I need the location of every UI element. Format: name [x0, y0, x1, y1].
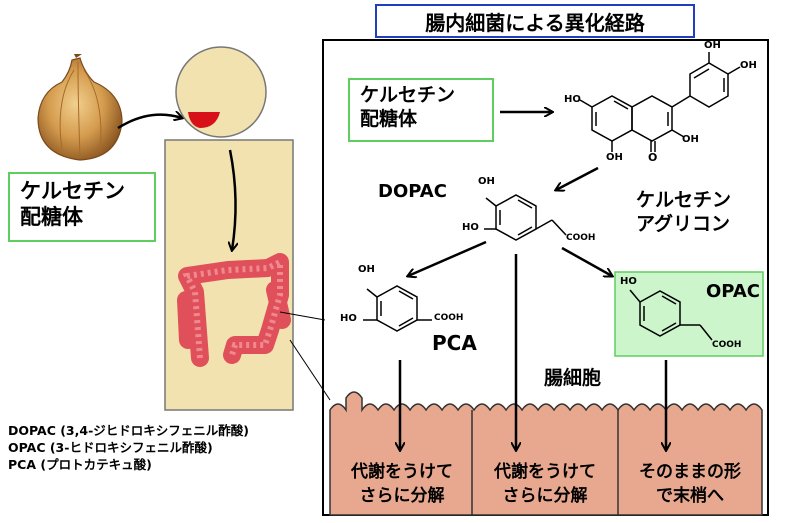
legend-pca: PCA (プロトカテキュ酸) — [8, 457, 152, 472]
aglycone-label: ケルセチン アグリコン — [636, 188, 731, 236]
dopac-cooh: COOH — [566, 233, 596, 243]
quercetin-oh-top: OH — [704, 40, 721, 51]
dopac-to-opac-arrow — [561, 246, 612, 276]
zoom-line — [279, 311, 326, 321]
cell-box-2-line1: 代謝をうけて — [494, 462, 596, 482]
quercetin-oh-bottom: OH — [606, 152, 623, 163]
quercetin-structure — [579, 52, 741, 152]
quercetin-ho-left: HO — [564, 94, 581, 105]
opac-label: OPAC — [706, 281, 760, 302]
ingestion-arrow — [230, 149, 236, 250]
pathway-title-text: 腸内細菌による異化経路 — [425, 10, 645, 35]
cell-box-1-line1: 代謝をうけて — [351, 462, 453, 482]
opac-cooh: COOH — [712, 340, 742, 350]
legend-opac: OPAC (3-ヒドロキシフェニル酢酸) — [8, 440, 213, 455]
pca-cooh: COOH — [434, 313, 464, 323]
dopac-label: DOPAC — [378, 181, 447, 202]
intestinal-cells-label: 腸細胞 — [544, 367, 602, 389]
left-glycoside-box: ケルセチン 配糖体 — [8, 172, 156, 242]
inner-glycoside-line1: ケルセチン — [360, 84, 456, 106]
quercetin-oh-right: OH — [740, 60, 757, 71]
inner-glycoside-line2: 配糖体 — [360, 107, 418, 130]
cell-box-2-line2: さらに分解 — [502, 486, 588, 506]
left-glycoside-line1: ケルセチン — [20, 179, 125, 203]
left-glycoside-line2: 配糖体 — [20, 205, 83, 230]
cell-box-3: そのままの形 で末梢へ — [622, 460, 758, 508]
inner-glycoside-box: ケルセチン 配糖体 — [348, 78, 494, 142]
abbreviation-legend: DOPAC (3,4-ジヒドロキシフェニル酢酸) OPAC (3-ヒドロキシフェ… — [8, 422, 249, 473]
cell-box-2: 代謝をうけて さらに分解 — [478, 460, 612, 508]
dopac-oh: OH — [478, 176, 495, 187]
aglycone-to-dopac-arrow — [556, 166, 599, 190]
cell-box-3-line2: で末梢へ — [656, 486, 724, 506]
quercetin-oh-c3: OH — [682, 134, 699, 145]
opac-structure — [629, 289, 713, 341]
onion-to-mouth-arrow — [117, 115, 182, 130]
pathway-title: 腸内細菌による異化経路 — [375, 4, 695, 38]
quercetin-carbonyl-o: O — [648, 151, 658, 164]
cell-box-1: 代謝をうけて さらに分解 — [338, 460, 466, 508]
pca-structure — [363, 285, 432, 332]
aglycone-line2: アグリコン — [636, 213, 731, 235]
aglycone-line1: ケルセチン — [636, 189, 732, 211]
legend-dopac: DOPAC (3,4-ジヒドロキシフェニル酢酸) — [8, 423, 249, 438]
dopac-structure — [484, 194, 567, 241]
cell-box-3-line1: そのままの形 — [639, 462, 741, 482]
intestine-image — [177, 253, 291, 367]
dopac-to-pca-arrow — [408, 240, 487, 276]
opac-ho: HO — [620, 276, 637, 287]
pca-oh: OH — [358, 264, 375, 275]
dopac-ho: HO — [462, 222, 479, 233]
pca-label: PCA — [432, 331, 477, 355]
cell-box-1-line2: さらに分解 — [359, 486, 445, 506]
onion-image — [37, 54, 123, 161]
mouth — [188, 112, 220, 128]
pca-ho: HO — [340, 313, 357, 324]
intestinal-cells — [329, 391, 763, 516]
